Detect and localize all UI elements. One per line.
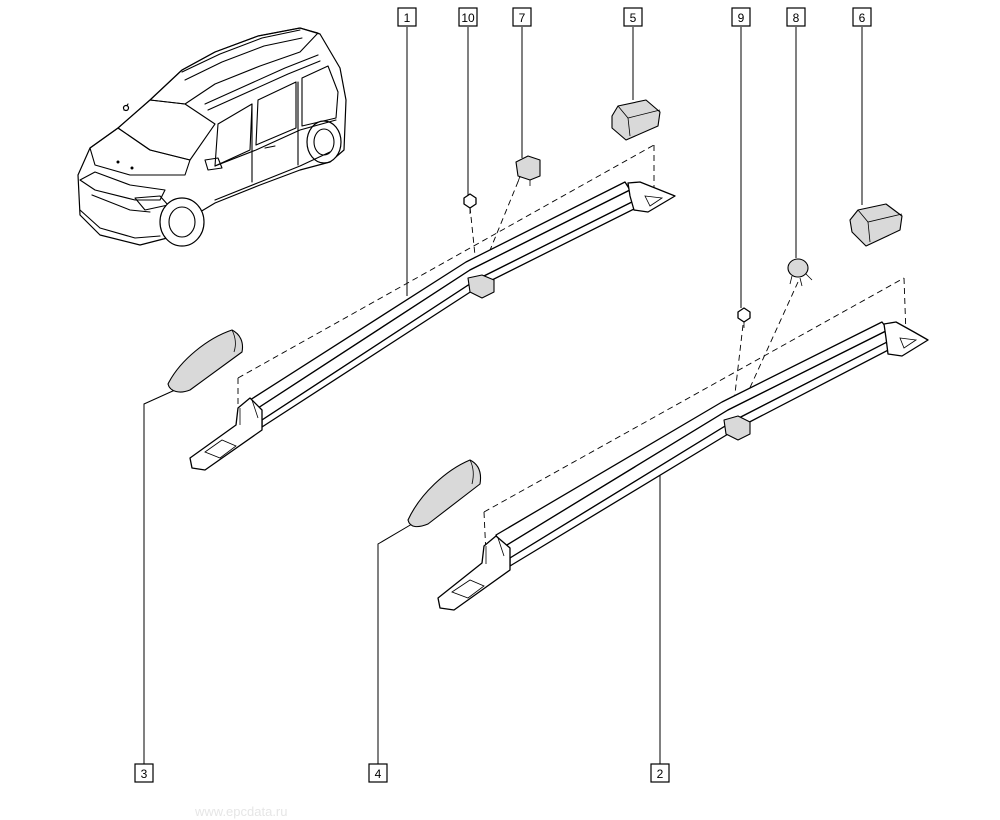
front-cap-5 [611,99,661,141]
clip-cap-7 [515,155,541,186]
clip-cap-8 [787,258,813,287]
front-cap-6 [849,203,903,247]
end-cover-4 [407,459,482,528]
callout-label: 4 [375,767,382,781]
callout-label: 8 [793,11,800,25]
leader-lines [143,27,863,764]
callout-2: 2 [650,763,670,783]
assembly-dashes [237,144,907,556]
vehicle-illustration [77,27,347,247]
roof-rail-2 [437,321,929,611]
callout-8: 8 [786,7,806,27]
callout-1: 1 [397,7,417,27]
callout-7: 7 [512,7,532,27]
callout-label: 3 [141,767,148,781]
callout-label: 7 [519,11,526,25]
callout-3: 3 [134,763,154,783]
callout-label: 5 [630,11,637,25]
callout-label: 10 [461,11,475,25]
end-cover-3 [167,329,244,393]
callout-6: 6 [852,7,872,27]
callout-5: 5 [623,7,643,27]
callout-label: 2 [657,767,664,781]
callout-label: 9 [738,11,745,25]
screw-10 [463,193,477,214]
callout-4: 4 [368,763,388,783]
roof-rail-1 [189,181,676,471]
callout-label: 1 [404,11,411,25]
callout-9: 9 [731,7,751,27]
watermark: www.epcdata.ru [194,804,288,819]
callout-10: 10 [458,7,478,27]
callout-label: 6 [859,11,866,25]
screw-9 [737,307,751,328]
